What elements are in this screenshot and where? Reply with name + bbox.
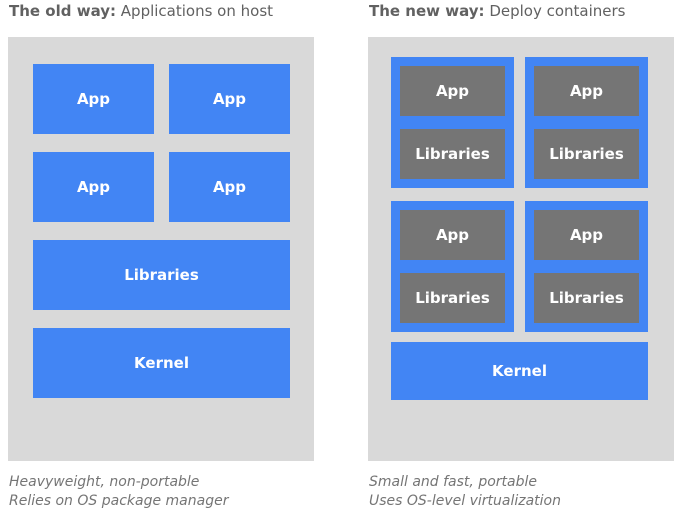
container-2: App Libraries	[525, 57, 648, 188]
container-3-app: App	[400, 210, 505, 260]
container-1: App Libraries	[391, 57, 514, 188]
old-app-block-4: App	[169, 152, 290, 222]
old-way-heading-bold: The old way:	[9, 2, 117, 20]
old-way-heading-rest: Applications on host	[116, 2, 274, 20]
new-way-host-panel: App Libraries App Libraries App Librarie…	[368, 37, 674, 461]
container-3: App Libraries	[391, 201, 514, 332]
new-way-heading-rest: Deploy containers	[484, 2, 626, 20]
old-caption-line-2: Relies on OS package manager	[9, 493, 229, 509]
container-1-app: App	[400, 66, 505, 116]
old-way-caption: Heavyweight, non-portable Relies on OS p…	[9, 473, 228, 511]
old-app-block-1: App	[33, 64, 154, 134]
old-app-block-3: App	[33, 152, 154, 222]
old-kernel-block: Kernel	[33, 328, 290, 398]
new-kernel-block: Kernel	[391, 342, 648, 400]
container-2-libraries: Libraries	[534, 129, 639, 179]
container-3-libraries: Libraries	[400, 273, 505, 323]
old-app-block-2: App	[169, 64, 290, 134]
old-way-heading: The old way: Applications on host	[9, 2, 273, 20]
new-caption-line-2: Uses OS-level virtualization	[369, 493, 561, 509]
container-2-app: App	[534, 66, 639, 116]
container-4-app: App	[534, 210, 639, 260]
container-4-libraries: Libraries	[534, 273, 639, 323]
container-4: App Libraries	[525, 201, 648, 332]
old-way-host-panel: App App App App Libraries Kernel	[8, 37, 314, 461]
new-way-heading: The new way: Deploy containers	[369, 2, 626, 20]
old-caption-line-1: Heavyweight, non-portable	[9, 474, 200, 490]
new-caption-line-1: Small and fast, portable	[369, 474, 537, 490]
old-libraries-block: Libraries	[33, 240, 290, 310]
new-way-heading-bold: The new way:	[369, 2, 485, 20]
container-1-libraries: Libraries	[400, 129, 505, 179]
new-way-caption: Small and fast, portable Uses OS-level v…	[369, 473, 561, 511]
